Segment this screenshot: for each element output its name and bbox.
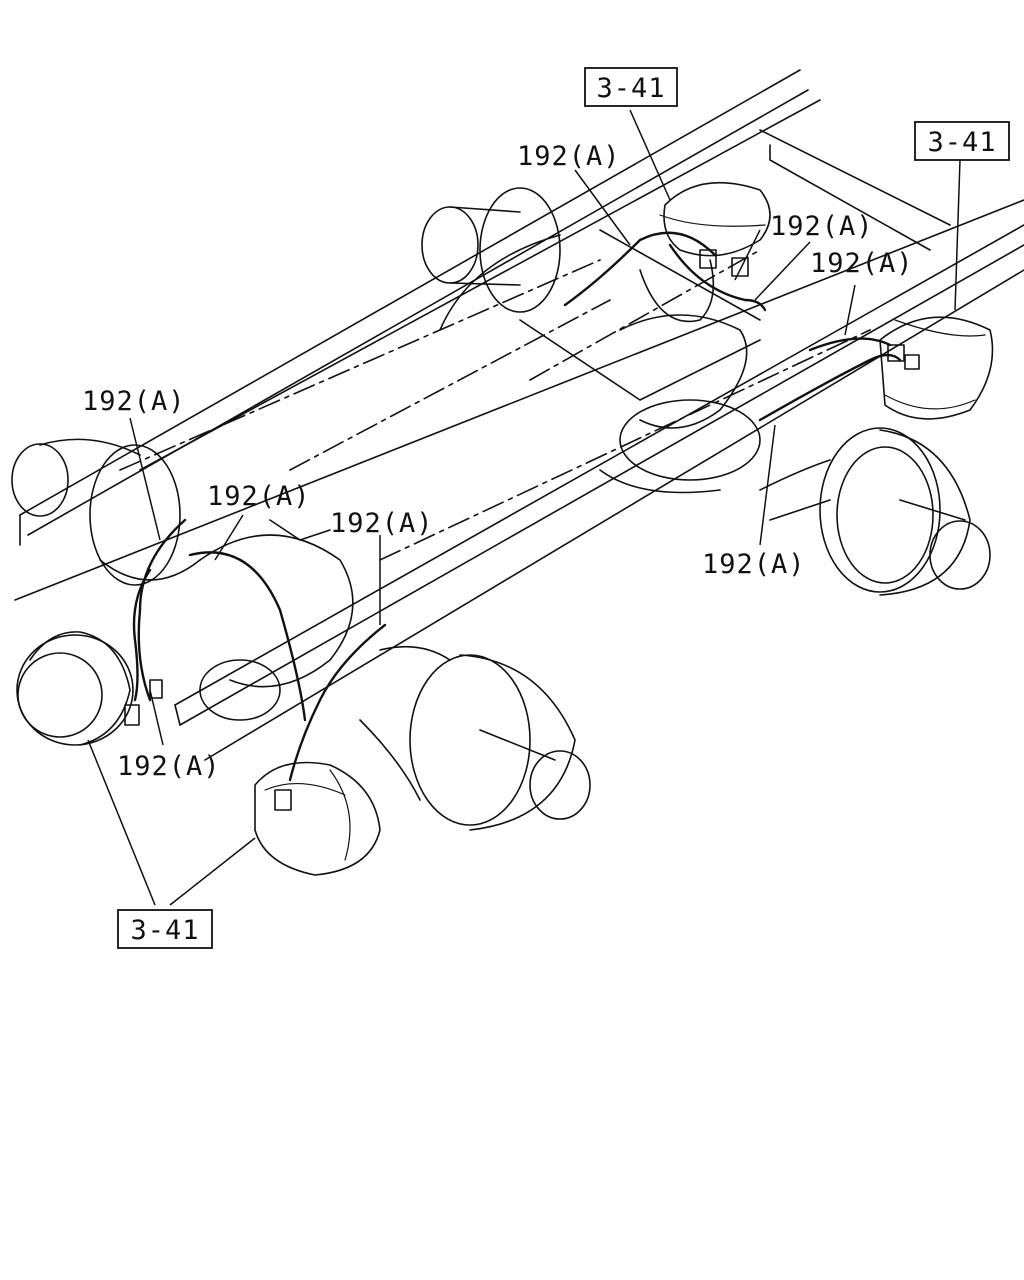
ref-label-right: 3-41 — [927, 127, 996, 158]
hose-label-1: 192(A) — [517, 141, 621, 172]
hose-label-3: 192(A) — [810, 248, 914, 279]
frame-rails — [14, 69, 1024, 761]
ref-label-top: 3-41 — [596, 73, 665, 104]
brake-chamber-bottom — [254, 761, 381, 876]
hose-label-8: 192(A) — [117, 751, 221, 782]
ref-box-bottom: 3-41 — [117, 909, 213, 949]
ref-label-bottom: 3-41 — [130, 915, 199, 946]
brake-chamber-top — [639, 181, 771, 323]
brake-chamber-right — [879, 316, 994, 420]
air-hoses — [132, 231, 902, 782]
hose-label-7: 192(A) — [702, 549, 806, 580]
front-axle-left — [11, 438, 354, 721]
leader-lines — [87, 109, 961, 906]
rear-axle-upper — [421, 187, 761, 494]
ref-box-top: 3-41 — [584, 67, 678, 107]
hose-label-6: 192(A) — [330, 508, 434, 539]
hose-label-2: 192(A) — [770, 211, 874, 242]
right-wheel-hub — [759, 427, 991, 596]
hose-label-5: 192(A) — [207, 481, 311, 512]
cross-members — [119, 129, 951, 561]
front-left-wheel-hub — [16, 631, 163, 746]
center-wheel-hub — [359, 645, 591, 831]
hose-label-4: 192(A) — [82, 386, 186, 417]
ref-box-right: 3-41 — [914, 121, 1010, 161]
